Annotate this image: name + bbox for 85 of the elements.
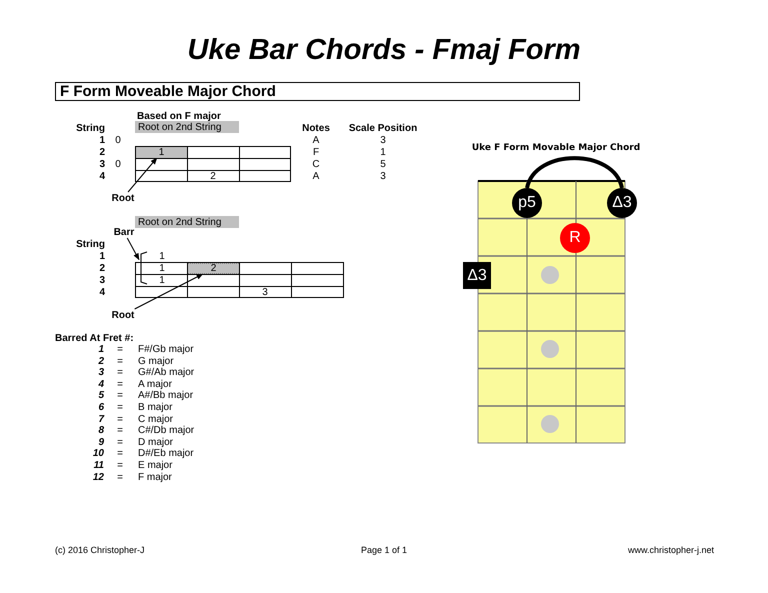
equals-sign: =	[117, 356, 123, 367]
chord-name: B major	[138, 402, 172, 413]
open-string-mark: 0	[115, 159, 121, 170]
finger-number: 2	[210, 171, 216, 182]
scale-position: 3	[380, 171, 386, 182]
string-number: 2	[99, 263, 105, 274]
note-dot: Δ3	[607, 188, 637, 218]
leader-arrow	[126, 238, 140, 260]
page-title: Uke Bar Chords - Fmaj Form	[187, 33, 581, 67]
equals-sign: =	[117, 390, 123, 402]
string-number: 3	[99, 159, 105, 170]
highlighted-label: Root on 2nd String	[135, 121, 239, 133]
open-string-mark: 0	[115, 135, 121, 146]
root-cell: 1	[136, 147, 187, 158]
fret-number: 9	[98, 436, 104, 448]
fret-number: 11	[94, 460, 104, 471]
equals-sign: =	[117, 402, 123, 413]
fret-number: 6	[98, 402, 104, 413]
column-header: Notes	[302, 123, 330, 134]
finger-number: 1	[159, 251, 165, 262]
string-number: 3	[99, 275, 105, 286]
chord-name: C#/Db major	[138, 425, 194, 436]
fret-number: 12	[92, 472, 104, 483]
note-name: A	[312, 135, 320, 146]
string-number: 4	[99, 171, 105, 182]
chord-name: F#/Gb major	[138, 344, 194, 355]
section-heading: F Form Moveable Major Chord	[55, 82, 580, 101]
row-header: String	[76, 239, 105, 250]
scale-position: 1	[380, 147, 386, 158]
note-name: C	[312, 159, 320, 170]
note-name: A	[312, 171, 320, 182]
fret-number: 3	[98, 367, 104, 378]
chord-name: D major	[138, 436, 174, 448]
fretboard-title: Uke F Form Movable Major Chord	[472, 143, 640, 154]
finger-number: 3	[262, 287, 268, 298]
fret-number: 2	[98, 356, 104, 367]
list-heading: Barred At Fret #:	[55, 333, 134, 344]
equals-sign: =	[117, 460, 123, 471]
fret-number: 7	[98, 414, 104, 425]
equals-sign: =	[117, 436, 123, 448]
callout-label: Root	[110, 192, 136, 204]
footer-text: www.christopher-j.net	[628, 545, 714, 556]
chord-name: D#/Eb major	[138, 448, 194, 460]
chord-name: G major	[138, 356, 174, 367]
root-cell: 2	[188, 263, 239, 274]
highlighted-label: Root on 2nd String	[135, 216, 239, 228]
note-name: F	[312, 147, 320, 158]
callout-label: Barr	[112, 226, 136, 238]
fret-number: 4	[98, 378, 104, 390]
finger-number: 1	[159, 275, 165, 286]
leader-arrow	[134, 274, 204, 310]
string-number: 1	[99, 251, 105, 262]
table-heading: Based on F major	[137, 111, 221, 122]
equals-sign: =	[117, 367, 123, 378]
chord-name: A major	[138, 378, 172, 390]
footer-text: (c) 2016 Christopher-J	[55, 545, 145, 556]
fret-number: 5	[98, 390, 104, 402]
equals-sign: =	[117, 425, 123, 436]
equals-sign: =	[117, 448, 123, 460]
chord-name: G#/Ab major	[138, 367, 194, 378]
fret-number: 8	[98, 425, 104, 436]
equals-sign: =	[117, 344, 123, 355]
note-label: Δ3	[463, 262, 491, 289]
string-number: 4	[99, 287, 105, 298]
barre-bracket	[139, 251, 148, 285]
finger-number: 1	[159, 263, 165, 274]
page-number: Page 1 of 1	[360, 545, 408, 556]
scale-position: 3	[380, 135, 386, 146]
fret-number: 10	[92, 448, 104, 460]
chord-name: F major	[138, 472, 172, 483]
equals-sign: =	[117, 414, 123, 425]
barre-arc	[525, 156, 624, 189]
equals-sign: =	[117, 378, 123, 390]
fret-number: 1	[98, 344, 104, 355]
chord-name: A#/Bb major	[138, 390, 194, 402]
string-number: 2	[99, 147, 105, 158]
column-header: String	[76, 123, 105, 134]
chord-name: C major	[138, 414, 174, 425]
leader-arrow	[128, 157, 158, 192]
callout-label: Root	[110, 309, 136, 321]
scale-position: 5	[380, 159, 386, 170]
string-number: 1	[99, 135, 105, 146]
column-header: Scale Position	[348, 123, 418, 134]
chord-name: E major	[138, 460, 172, 471]
equals-sign: =	[117, 472, 123, 483]
